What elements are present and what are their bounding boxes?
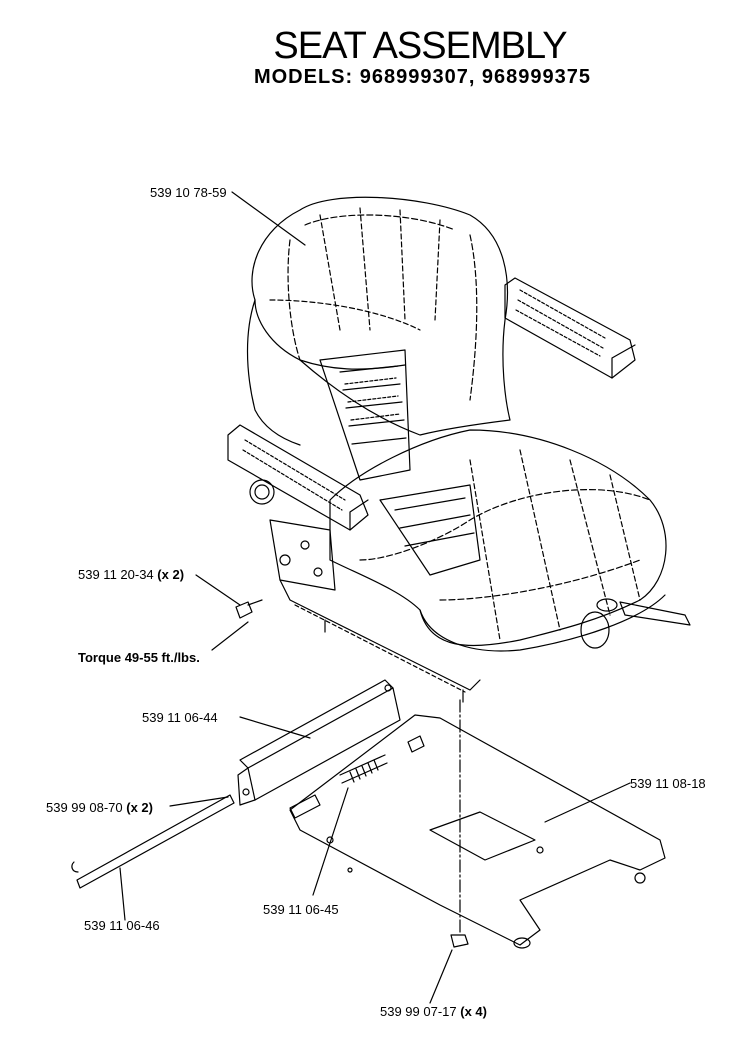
slide-rail-part-number: 539 11 06-44 bbox=[142, 710, 218, 725]
left-armrest bbox=[228, 425, 368, 530]
leader-lines bbox=[120, 192, 630, 1003]
rod bbox=[72, 795, 234, 888]
bolt-callout: 539 11 20-34 (x 2) bbox=[78, 567, 184, 582]
pin-quantity: (x 2) bbox=[126, 800, 153, 815]
bolt-quantity: (x 2) bbox=[157, 567, 185, 582]
page-title: SEAT ASSEMBLY bbox=[273, 25, 567, 67]
models-subtitle: MODELS: 968999307, 968999375 bbox=[253, 66, 592, 88]
right-armrest bbox=[505, 278, 635, 378]
pin-callout: 539 99 08-70 (x 2) bbox=[46, 800, 153, 815]
nut-callout: 539 99 07-17 (x 4) bbox=[380, 1004, 487, 1019]
nut-part-number: 539 99 07-17 bbox=[380, 1004, 457, 1019]
rod-part-number: 539 11 06-46 bbox=[84, 918, 160, 933]
seat-backrest bbox=[248, 197, 511, 480]
pan-part-number: 539 11 08-18 bbox=[630, 776, 706, 791]
nut-quantity: (x 4) bbox=[460, 1004, 487, 1019]
torque-spec: Torque 49-55 ft./lbs. bbox=[78, 650, 200, 665]
nut bbox=[451, 935, 468, 947]
bolt bbox=[236, 600, 262, 618]
seat-cushion bbox=[330, 430, 666, 651]
bolt-part-number: 539 11 20-34 bbox=[78, 567, 154, 582]
seat-part-number: 539 10 78-59 bbox=[150, 185, 227, 200]
slide-rail bbox=[238, 680, 400, 805]
spring bbox=[340, 755, 387, 783]
seat-pan bbox=[290, 715, 665, 948]
seat-base bbox=[250, 480, 690, 702]
pin-part-number: 539 99 08-70 bbox=[46, 800, 123, 815]
spring-part-number: 539 11 06-45 bbox=[263, 902, 339, 917]
